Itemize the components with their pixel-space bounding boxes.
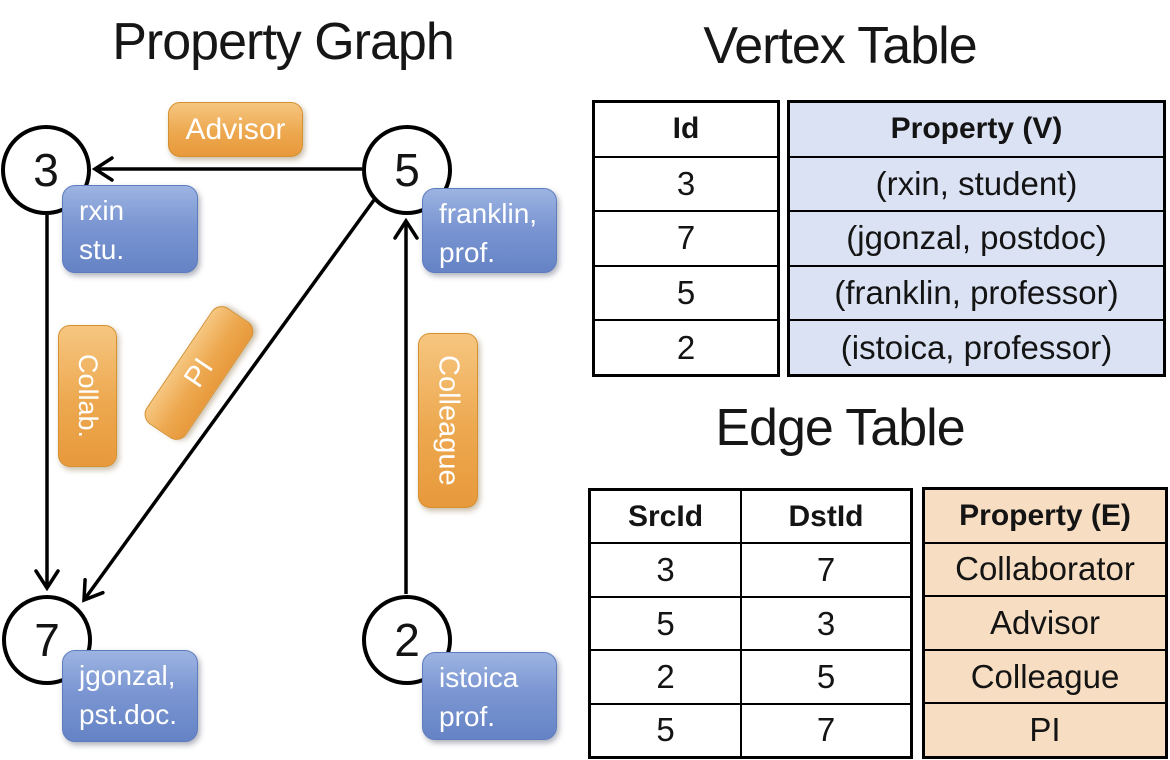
vertex-id-cell: 7 xyxy=(595,210,777,265)
edge-label-advisor: Advisor xyxy=(168,102,303,157)
edge-property-cell: PI xyxy=(925,702,1165,756)
node-id: 2 xyxy=(394,614,420,666)
edge-table-property-column: Property (E) Collaborator Advisor Collea… xyxy=(922,487,1168,759)
edge-src-cell: 2 xyxy=(656,657,675,695)
vertex-table-property-column: Property (V) (rxin, student) (jgonzal, p… xyxy=(787,100,1166,377)
edge-label-colleague: Colleague xyxy=(418,333,478,508)
property-line: franklin, xyxy=(439,198,538,229)
edge-dst-header: DstId xyxy=(740,491,910,543)
node-id: 3 xyxy=(33,144,59,196)
graph-edges-canvas xyxy=(34,156,419,603)
edge-property-cell: Advisor xyxy=(925,595,1165,649)
property-line: rxin xyxy=(79,195,125,226)
vertex-id-cell: 3 xyxy=(595,155,777,211)
vertex-id-header: Id xyxy=(672,112,700,146)
edge-src-cell: 3 xyxy=(656,551,675,589)
node-circle-2: 2 xyxy=(362,595,452,685)
edge-5-to-7-pi xyxy=(82,198,376,603)
vertex-table-title: Vertex Table xyxy=(703,17,977,75)
node-id: 5 xyxy=(394,144,420,196)
property-line: prof. xyxy=(439,237,496,268)
edge-src-header: SrcId xyxy=(627,499,704,533)
edge-label-collab: Collab. xyxy=(58,325,117,467)
edge-src-cell: 5 xyxy=(656,711,675,749)
edge-dst-cell: 7 xyxy=(740,544,910,596)
vertex-id-cell: 5 xyxy=(595,264,777,320)
vertex-table-id-column: Id 3 7 5 2 xyxy=(592,100,780,377)
edge-table-id-columns: SrcId DstId 3 7 5 3 2 5 5 7 xyxy=(588,488,913,759)
property-line: prof. xyxy=(439,701,496,732)
vertex-property-cell: (istoica, professor) xyxy=(790,319,1163,374)
vertex-property-cell: (jgonzal, postdoc) xyxy=(790,210,1163,265)
edge-src-cell: 5 xyxy=(656,604,675,642)
node-circle-5: 5 xyxy=(362,125,452,215)
node-property-box-franklin: franklin, prof. xyxy=(422,188,557,273)
property-line: istoica xyxy=(439,662,519,693)
node-property-box-jgonzal: jgonzal, pst.doc. xyxy=(62,650,198,742)
property-line: jgonzal, xyxy=(79,660,176,691)
property-graph-title: Property Graph xyxy=(112,13,455,71)
vertex-property-header: Property (V) xyxy=(890,112,1063,146)
node-property-box-istoica: istoica prof. xyxy=(422,652,557,740)
edge-property-header: Property (E) xyxy=(959,498,1131,532)
node-property-box-rxin: rxin stu. xyxy=(62,185,198,273)
edge-dst-cell: 5 xyxy=(740,651,910,703)
property-line: pst.doc. xyxy=(79,699,178,730)
vertex-id-cell: 2 xyxy=(595,319,777,374)
edge-dst-cell: 7 xyxy=(740,704,910,757)
vertex-property-cell: (rxin, student) xyxy=(790,155,1163,211)
edge-table-title: Edge Table xyxy=(715,399,965,457)
node-id: 7 xyxy=(34,614,60,666)
vertex-property-cell: (franklin, professor) xyxy=(790,264,1163,320)
edge-property-cell: Collaborator xyxy=(925,541,1165,596)
property-line: stu. xyxy=(79,234,125,265)
edge-property-cell: Colleague xyxy=(925,648,1165,703)
edge-dst-cell: 3 xyxy=(740,597,910,650)
